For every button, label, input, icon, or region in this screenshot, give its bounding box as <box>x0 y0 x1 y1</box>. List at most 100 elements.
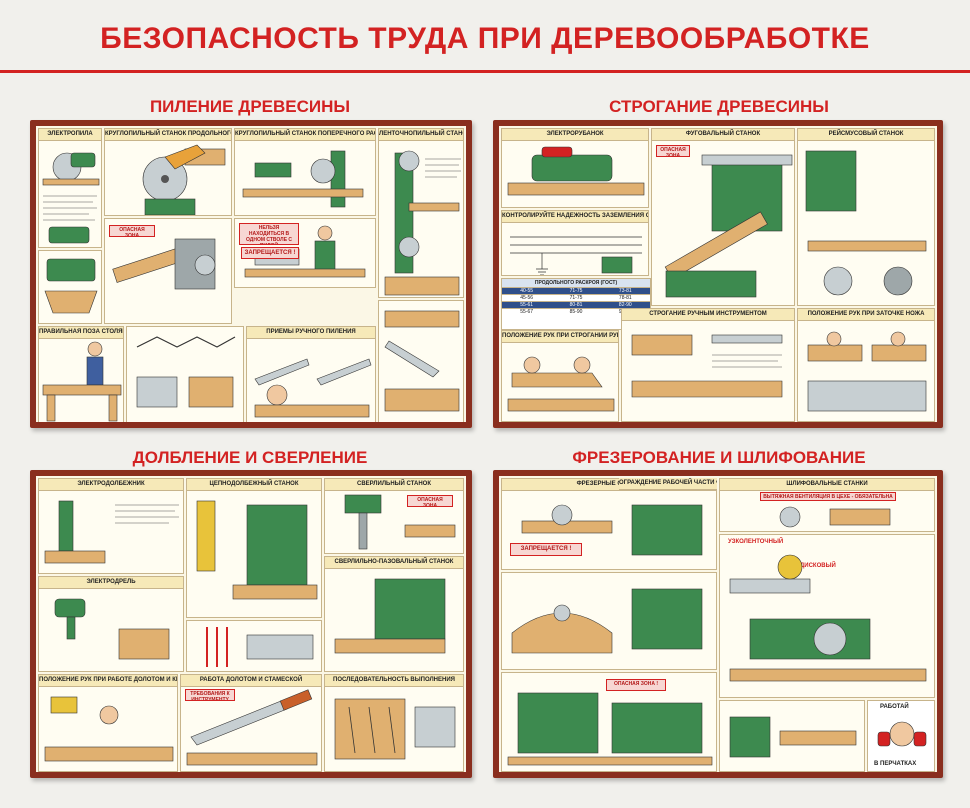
hand-tool-illustration <box>631 334 783 398</box>
electric-saw-illustration <box>42 152 100 244</box>
feed-illustration <box>112 238 216 290</box>
poster-title: БЕЗОПАСНОСТЬ ТРУДА ПРИ ДЕРЕВООБРАБОТКЕ <box>100 22 870 55</box>
chain-mortiser-illustration <box>196 500 318 600</box>
panel-crosscut-saw: КРУГЛОПИЛЬНЫЙ СТАНОК ПОПЕРЕЧНОГО РАСКРОЯ <box>234 128 376 216</box>
thicknesser-illustration <box>805 150 927 296</box>
electric-planer-illustration <box>507 146 645 196</box>
panel-guard: ОГРАЖДЕНИЕ РАБОЧЕЙ ЧАСТИ ФРЕЗЫ <box>619 478 717 570</box>
knife-sharpening-illustration <box>807 331 927 412</box>
panel-header: ПОЛОЖЕНИЕ РУК ПРИ ЗАТОЧКЕ НОЖА <box>798 309 934 321</box>
board-sawing: ЭЛЕКТРОПИЛА КРУГЛОПИЛЬНЫЙ СТАНОК ПРОДОЛЬ… <box>30 120 472 428</box>
danger-zone-note: ОПАСНАЯ ЗОНА <box>109 225 155 237</box>
panel-hand-position-plane: ПОЛОЖЕНИЕ РУК ПРИ СТРОГАНИИ РУБАНКОМ И Ф… <box>501 330 619 422</box>
panel-drill-bits <box>186 620 322 672</box>
jointer-illustration <box>664 154 793 298</box>
panel-hand-tool-planing: СТРОГАНИЕ РУЧНЫМ ИНСТРУМЕНТОМ <box>621 308 795 422</box>
panel-chisel-work: РАБОТА ДОЛОТОМ И СТАМЕСКОЙ ТРЕБОВАНИЯ К … <box>180 674 322 772</box>
panel-gloves: РАБОТАЙ В ПЕРЧАТКАХ <box>867 700 935 772</box>
panel-jointer: ФУГОВАЛЬНЫЙ СТАНОК ОПАСНАЯ ЗОНА <box>651 128 795 306</box>
panel-chain-mortiser: ЦЕПНОДОЛБЕЖНЫЙ СТАНОК <box>186 478 322 618</box>
panel-header: ЦЕПНОДОЛБЕЖНЫЙ СТАНОК <box>187 479 321 491</box>
drill-press-illustration <box>344 494 456 550</box>
table-header: ПРОДОЛЬНОГО РАСКРОЯ (ГОСТ) <box>502 279 650 287</box>
panel-carpenter-pose: ПРАВИЛЬНАЯ ПОЗА СТОЛЯРА <box>38 326 124 422</box>
belt-disc-illustration <box>729 554 927 682</box>
carpenter-pose-illustration <box>42 341 122 422</box>
gloves-bottom-label: В ПЕРЧАТКАХ <box>874 761 917 767</box>
panel-electric-saw: ЭЛЕКТРОПИЛА <box>38 128 102 248</box>
panel-electric-mortiser: ЭЛЕКТРОДОЛБЕЖНИК <box>38 478 184 574</box>
panel-grounding: КОНТРОЛИРУЙТЕ НАДЕЖНОСТЬ ЗАЗЕМЛЕНИЯ СТАН… <box>501 210 649 276</box>
forbidden-pill: ЗАПРЕЩАЕТСЯ ! <box>241 247 299 259</box>
panel-header: ПРАВИЛЬНАЯ ПОЗА СТОЛЯРА <box>39 327 123 339</box>
panel-danger-feed: ОПАСНАЯ ЗОНА <box>104 218 232 324</box>
panel-header: ЭЛЕКТРОРУБАНОК <box>502 129 648 141</box>
electric-drill-illustration <box>54 598 170 660</box>
panel-saw-tool <box>38 250 102 324</box>
panel-electric-planer: ЭЛЕКТРОРУБАНОК <box>501 128 649 208</box>
title-rule <box>0 70 970 73</box>
panel-kerf <box>126 326 244 422</box>
danger-zone-note: ОПАСНАЯ ЗОНА <box>407 495 453 507</box>
section-title-drilling: ДОЛБЛЕНИЕ И СВЕРЛЕНИЕ <box>132 448 368 467</box>
panel-curved-milling <box>501 572 717 670</box>
milling-machines-illustration <box>521 504 703 556</box>
kerf-illustration <box>136 336 236 408</box>
chisel-mallet-illustration <box>44 696 174 762</box>
panel-header: ПРИЕМЫ РУЧНОГО ПИЛЕНИЯ <box>247 327 375 339</box>
panel-chisel-mallet: ПОЛОЖЕНИЕ РУК ПРИ РАБОТЕ ДОЛОТОМ И КИЯНК… <box>38 674 178 772</box>
panel-header: ЭЛЕКТРОДРЕЛЬ <box>39 577 183 589</box>
panel-header: ПОЛОЖЕНИЕ РУК ПРИ СТРОГАНИИ РУБАНКОМ И Ф… <box>502 331 618 343</box>
slot-drilling-illustration <box>334 578 446 654</box>
board-planing: ЭЛЕКТРОРУБАНОК ФУГОВАЛЬНЫЙ СТАНОК ОПАСНА… <box>493 120 943 428</box>
panel-header: ПОЛОЖЕНИЕ РУК ПРИ РАБОТЕ ДОЛОТОМ И КИЯНК… <box>39 675 177 687</box>
rip-saw-illustration <box>142 144 226 215</box>
tool-req-note: ТРЕБОВАНИЯ К ИНСТРУМЕНТУ <box>185 689 235 701</box>
shaper-illustration <box>507 692 713 766</box>
panel-sequence: ПОСЛЕДОВАТЕЛЬНОСТЬ ВЫПОЛНЕНИЯ <box>324 674 464 772</box>
panel-shaper: ОПАСНАЯ ЗОНА ! <box>501 672 717 772</box>
panel-slot-drilling: СВЕРЛИЛЬНО-ПАЗОВАЛЬНЫЙ СТАНОК <box>324 556 464 672</box>
panel-header: ЭЛЕКТРОПИЛА <box>39 129 101 141</box>
electric-mortiser-illustration <box>44 500 179 564</box>
panel-sanding-machines: ШЛИФОВАЛЬНЫЕ СТАНКИ ВЫТЯЖНАЯ ВЕНТИЛЯЦИЯ … <box>719 478 935 532</box>
danger-zone-note: ОПАСНАЯ ЗОНА ! <box>606 679 666 691</box>
panel-header: ШЛИФОВАЛЬНЫЕ СТАНКИ <box>720 479 934 491</box>
board-drilling: ЭЛЕКТРОДОЛБЕЖНИК ЭЛЕКТРОДРЕЛЬ ЦЕПНОДОЛБЕ… <box>30 470 472 778</box>
section-title-sawing: ПИЛЕНИЕ ДРЕВЕСИНЫ <box>149 97 351 116</box>
panel-header: РЕЙСМУСОВЫЙ СТАНОК <box>798 129 934 141</box>
sanding-illustration <box>779 506 891 528</box>
section-title-milling: ФРЕЗЕРОВАНИЕ И ШЛИФОВАНИЕ <box>572 448 866 467</box>
chisel-work-illustration <box>186 689 318 766</box>
panel-thicknesser: РЕЙСМУСОВЫЙ СТАНОК <box>797 128 935 306</box>
panel-roller-sanding <box>719 700 865 772</box>
panel-header: ЛЕНТОЧНОПИЛЬНЫЙ СТАНОК <box>379 129 463 141</box>
panel-header: ОГРАЖДЕНИЕ РАБОЧЕЙ ЧАСТИ ФРЕЗЫ <box>619 478 717 490</box>
panel-electric-drill: ЭЛЕКТРОДРЕЛЬ <box>38 576 184 672</box>
roller-sanding-illustration <box>729 716 857 758</box>
grounding-diagram <box>510 236 642 275</box>
panel-rip-saw: КРУГЛОПИЛЬНЫЙ СТАНОК ПРОДОЛЬНОГО РАСКРОЯ <box>104 128 232 216</box>
curved-milling-illustration <box>511 588 703 654</box>
handsaw-illustration <box>44 258 98 314</box>
panel-header: ФУГОВАЛЬНЫЙ СТАНОК <box>652 129 794 141</box>
gloves-icon <box>877 721 927 747</box>
panel-forbidden: НЕЛЬЗЯ НАХОДИТЬСЯ В ОДНОМ СТВОЛЕ С ПИЛОЙ… <box>234 218 376 288</box>
panel-header: ПОСЛЕДОВАТЕЛЬНОСТЬ ВЫПОЛНЕНИЯ <box>325 675 463 687</box>
clamping-illustration <box>384 310 460 412</box>
panel-header: КРУГЛОПИЛЬНЫЙ СТАНОК ПРОДОЛЬНОГО РАСКРОЯ <box>105 129 231 141</box>
panel-header: КРУГЛОПИЛЬНЫЙ СТАНОК ПОПЕРЕЧНОГО РАСКРОЯ <box>235 129 375 141</box>
panel-header: РАБОТА ДОЛОТОМ И СТАМЕСКОЙ <box>181 675 321 687</box>
sequence-illustration <box>334 698 456 760</box>
panel-header: ЭЛЕКТРОДОЛБЕЖНИК <box>39 479 183 491</box>
not-stand-note: НЕЛЬЗЯ НАХОДИТЬСЯ В ОДНОМ СТВОЛЕ С ПИЛОЙ <box>239 223 299 245</box>
narrow-belt-label: УЗКОЛЕНТОЧНЫЙ <box>728 539 784 545</box>
ventilation-note: ВЫТЯЖНАЯ ВЕНТИЛЯЦИЯ В ЦЕХЕ - ОБЯЗАТЕЛЬНА <box>760 492 896 501</box>
crosscut-saw-illustration <box>242 150 364 208</box>
gloves-top-label: РАБОТАЙ <box>880 704 909 710</box>
panel-clamping <box>378 300 464 422</box>
section-title-planing: СТРОГАНИЕ ДРЕВЕСИНЫ <box>609 97 829 116</box>
